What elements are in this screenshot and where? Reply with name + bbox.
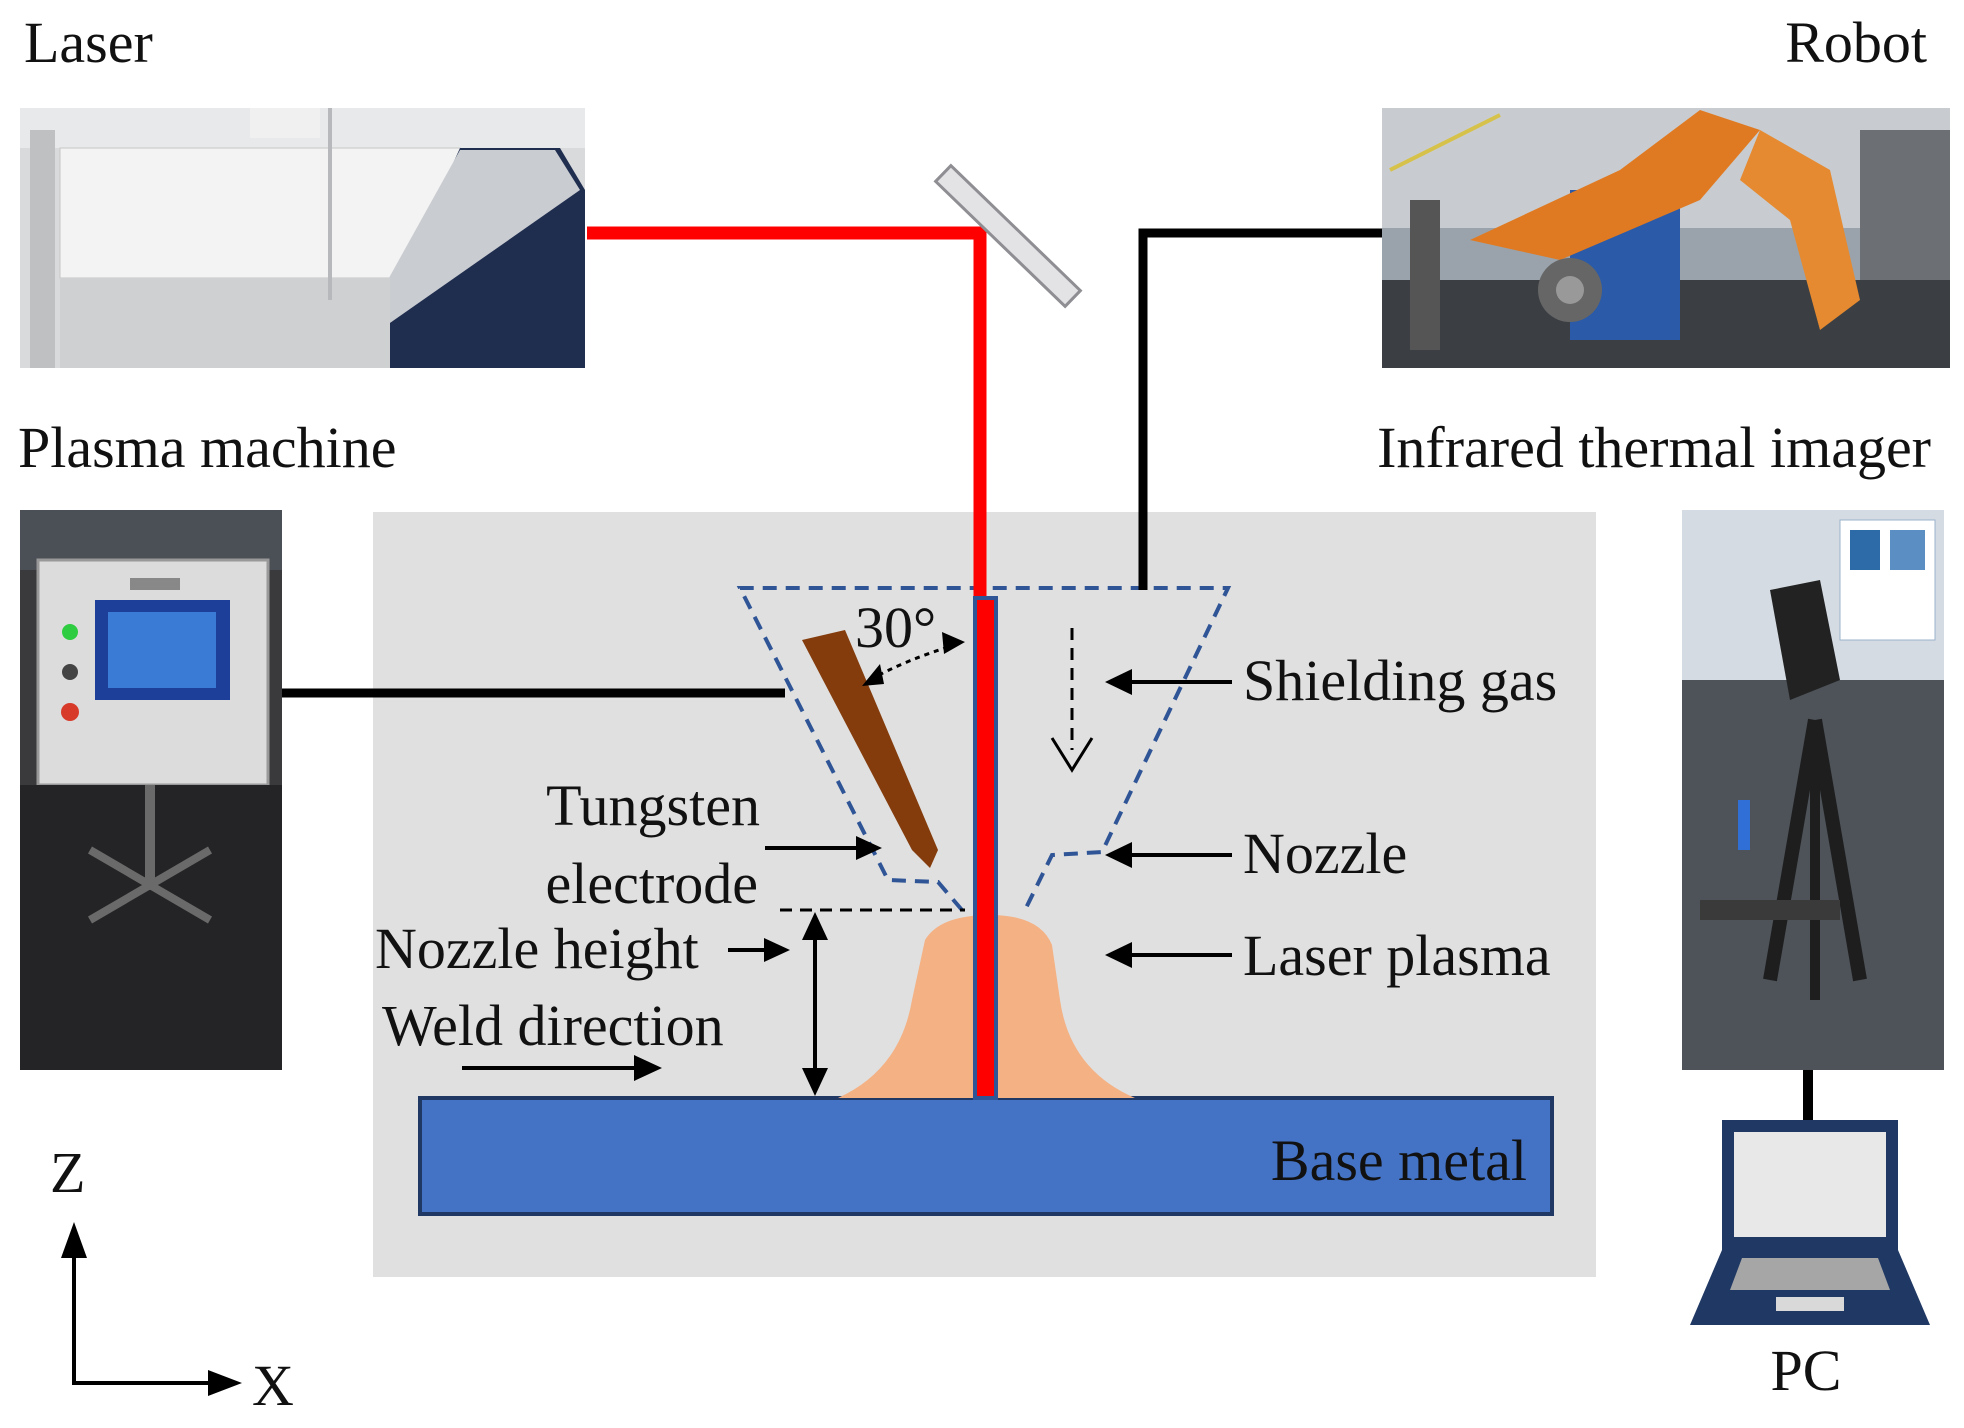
weld-direction-arrowhead [634, 1055, 662, 1081]
laptop-icon [1690, 1120, 1930, 1325]
shielding-gas-arrowhead [1050, 737, 1094, 773]
tungsten-electrode [802, 630, 938, 868]
plasma-machine-photo [20, 510, 282, 1070]
nozzle-height-arrowhead-down [802, 1068, 828, 1096]
infrared-camera-photo [1682, 510, 1944, 1070]
tungsten-label-line2: electrode [545, 851, 758, 916]
nozzle-height-pointer-head [764, 938, 790, 962]
welding-robot-photo [1382, 108, 1950, 368]
angle-label: 30° [855, 595, 936, 660]
laser-machine-photo [20, 108, 585, 368]
shielding-gas-label: Shielding gas [1243, 648, 1557, 713]
nozzle-label: Nozzle [1243, 821, 1407, 886]
tungsten-pointer-head [856, 836, 882, 860]
angle-arrow-left [862, 664, 884, 686]
infrared-thermal-imager-label: Infrared thermal imager [1377, 415, 1931, 480]
laser-label: Laser [24, 10, 153, 75]
robot-label: Robot [1785, 10, 1927, 75]
weld-direction-label: Weld direction [382, 993, 724, 1058]
axis-x-label: X [252, 1353, 294, 1418]
shielding-gas-pointer-head [1105, 669, 1132, 695]
nozzle-height-label: Nozzle height [375, 916, 699, 981]
robot-cable [1138, 228, 1382, 590]
base-metal [418, 1096, 1554, 1216]
laser-plasma-pointer-head [1105, 942, 1132, 968]
nozzle-pointer-head [1105, 842, 1132, 868]
axis-z-label: Z [50, 1140, 85, 1205]
base-metal-label: Base metal [1271, 1128, 1527, 1193]
mirror [933, 163, 1083, 309]
laser-beam-core [973, 596, 998, 1100]
coordinate-axes [61, 1222, 242, 1396]
nozzle-height-arrowhead-up [802, 912, 828, 940]
tungsten-label-line1: Tungsten [546, 773, 760, 838]
laser-plasma-label: Laser plasma [1243, 923, 1551, 988]
laser-beam-path [587, 226, 987, 598]
pc-label: PC [1771, 1338, 1842, 1403]
angle-arrow-right [942, 632, 965, 654]
plasma-machine-label: Plasma machine [18, 415, 397, 480]
